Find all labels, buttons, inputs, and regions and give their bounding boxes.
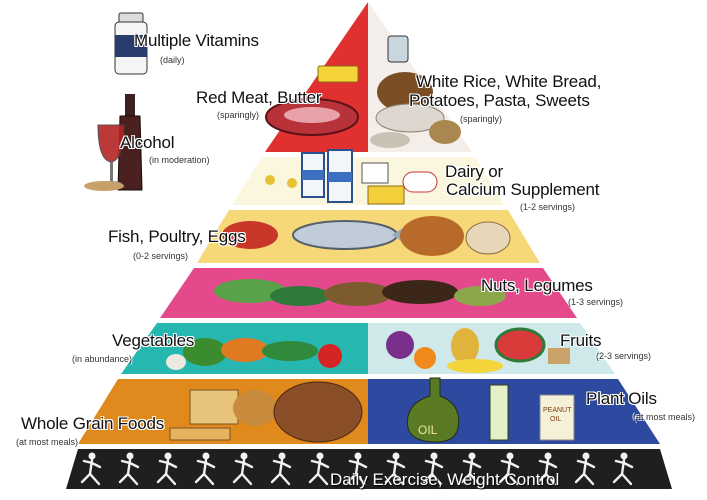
fruits-title: Fruits (560, 331, 601, 351)
red-meat-note: (sparingly) (217, 110, 259, 120)
nuts-note: (1-3 servings) (568, 297, 623, 307)
svg-text:OIL: OIL (418, 423, 438, 437)
alcohol-title: Alcohol (120, 133, 174, 153)
white-rice-line1: White Rice, White Bread, (416, 72, 601, 92)
dairy-note: (1-2 servings) (520, 202, 575, 212)
svg-text:OIL: OIL (550, 416, 561, 423)
plant-oils-title: Plant Oils (586, 389, 657, 409)
milk-carton-icon (302, 150, 352, 202)
dairy-line2: Calcium Supplement (446, 180, 599, 200)
alcohol-note: (in moderation) (149, 155, 210, 165)
exercise-title: Daily Exercise, Weight Control (330, 470, 559, 490)
vegetables-title: Vegetables (112, 331, 194, 351)
plant-oils-note: (at most meals) (633, 412, 695, 422)
nuts-title: Nuts, Legumes (481, 276, 593, 296)
fish-title: Fish, Poultry, Eggs (108, 227, 246, 247)
whole-grain-title: Whole Grain Foods (21, 414, 164, 434)
white-rice-line2: Potatoes, Pasta, Sweets (409, 91, 590, 111)
vegetables-note: (in abundance) (72, 354, 132, 364)
red-meat-title: Red Meat, Butter (196, 88, 321, 108)
whole-grain-note: (at most meals) (16, 437, 78, 447)
white-rice-note: (sparingly) (460, 114, 502, 124)
vitamins-title: Multiple Vitamins (134, 31, 259, 51)
dairy-line1: Dairy or (445, 162, 503, 182)
svg-text:PEANUT: PEANUT (543, 407, 572, 414)
fish-note: (0-2 servings) (133, 251, 188, 261)
fruits-note: (2-3 servings) (596, 351, 651, 361)
vitamins-note: (daily) (160, 55, 185, 65)
